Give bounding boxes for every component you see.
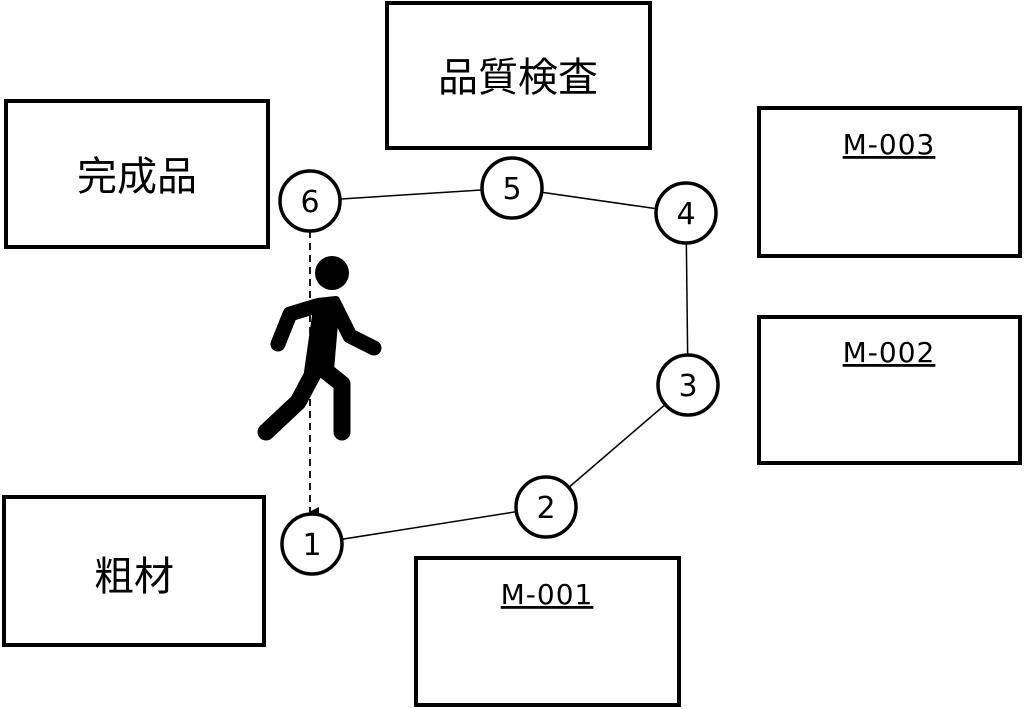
station-raw: 粗材 [2, 495, 266, 647]
node-2: 2 [514, 475, 578, 539]
machine-label: M-003 [843, 128, 936, 161]
route-lines [309, 187, 689, 545]
station-label: 品質検査 [438, 55, 598, 101]
walking-person-icon [257, 256, 382, 441]
machine-m002: M-002 [757, 315, 1022, 465]
node-4: 4 [654, 181, 718, 245]
machine-m001: M-001 [414, 556, 681, 707]
machine-label: M-001 [501, 578, 594, 611]
station-label: 粗材 [94, 554, 174, 600]
node-number: 6 [300, 185, 319, 220]
node-1: 1 [280, 512, 344, 576]
node-number: 4 [676, 197, 695, 232]
station-finished: 完成品 [4, 99, 270, 249]
node-number: 2 [536, 491, 555, 526]
node-number: 1 [302, 528, 321, 563]
node-number: 5 [502, 172, 521, 207]
node-5: 5 [480, 156, 544, 220]
node-6: 6 [278, 169, 342, 233]
machine-m003: M-003 [757, 106, 1022, 258]
station-quality-check: 品質検査 [385, 1, 652, 150]
machine-label: M-002 [843, 336, 936, 369]
station-label: 完成品 [77, 154, 197, 200]
node-number: 3 [678, 369, 697, 404]
node-3: 3 [656, 353, 720, 417]
